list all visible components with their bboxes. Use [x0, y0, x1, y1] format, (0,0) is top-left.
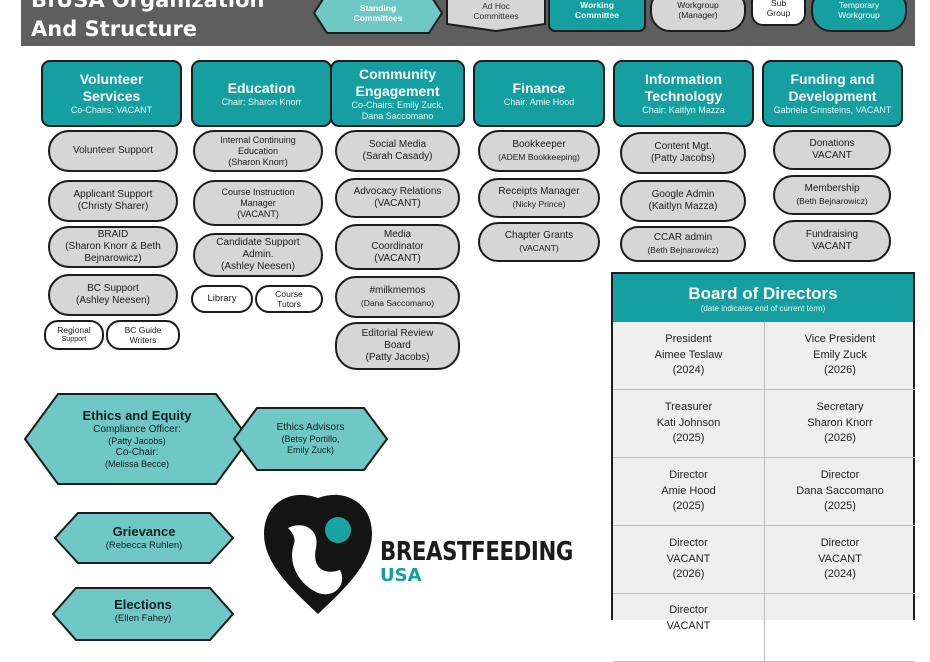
workgroup-milkmemos: #milkmemos(Dana Saccomano) — [335, 276, 460, 318]
logo-wordmark: BREASTFEEDING — [380, 537, 573, 567]
board-member — [765, 594, 915, 662]
workgroup-content-mgt: Content Mgt.(Patty Jacobs) — [620, 132, 746, 174]
committee-elections: Elections (Ellen Fahey) — [52, 587, 234, 641]
legend-adhoc-label: Ad Hoc Committees — [473, 1, 519, 21]
logo-mark-icon — [264, 494, 372, 614]
logo-wordmark-usa: USA — [380, 565, 422, 586]
legend-working-committee: Working Committee — [548, 0, 646, 32]
committee-ethics-advisors: Ethics Advisors (Betsy Portillo, Emily Z… — [233, 407, 388, 471]
workgroup-volunteer-support: Volunteer Support — [48, 130, 178, 172]
page-title: BfUSA Organization And Structure — [31, 0, 265, 41]
hexagon-shape — [54, 512, 234, 564]
hexagon-shape — [313, 0, 443, 34]
board-subtitle: (date indicates end of current term) — [700, 304, 826, 313]
board-header: Board of Directors (date indicates end o… — [613, 274, 913, 322]
shield-shape — [446, 0, 546, 32]
workgroup-bc-support: BC Support(Ashley Neesen) — [48, 274, 178, 316]
board-of-directors-table: Board of Directors (date indicates end o… — [611, 272, 915, 662]
committee-ethics-equity: Ethics and Equity Compliance Officer: (P… — [24, 393, 250, 485]
workgroup-ccar-admin: CCAR admin(Beth Bejnarowicz) — [620, 226, 746, 262]
subgroup-library: Library — [191, 285, 253, 313]
workgroup-membership: Membership(Beth Bejnarowicz) — [773, 175, 891, 215]
legend-standing-label: Standing Committees — [353, 3, 403, 23]
legend-standing-committees: Standing Committees — [313, 0, 443, 34]
workgroup-social-media: Social Media(Sarah Casady) — [335, 130, 460, 172]
legend-adhoc-committees: Ad Hoc Committees — [446, 0, 546, 32]
committee-grievance: Grievance (Rebecca Ruhlen) — [54, 512, 234, 564]
workgroup-chapter-grants: Chapter Grants(VACANT) — [478, 222, 600, 262]
legend-workgroup: Workgroup(Manager) — [650, 0, 746, 32]
workgroup-google-admin: Google Admin(Kaitlyn Mazza) — [620, 180, 746, 222]
workgroup-advocacy-relations: Advocacy Relations(VACANT) — [335, 178, 460, 218]
hexagon-shape — [233, 407, 388, 471]
workgroup-applicant-support: Applicant Support(Christy Sharer) — [48, 180, 178, 222]
breastfeeding-usa-logo — [258, 490, 378, 620]
hexagon-shape — [24, 393, 250, 485]
workgroup-receipts-manager: Receipts Manager(Nicky Prince) — [478, 178, 600, 218]
workgroup-bookkeeper: Bookkeeper(ADEM Bookkeeping) — [478, 130, 600, 172]
board-title: Board of Directors — [688, 284, 838, 303]
